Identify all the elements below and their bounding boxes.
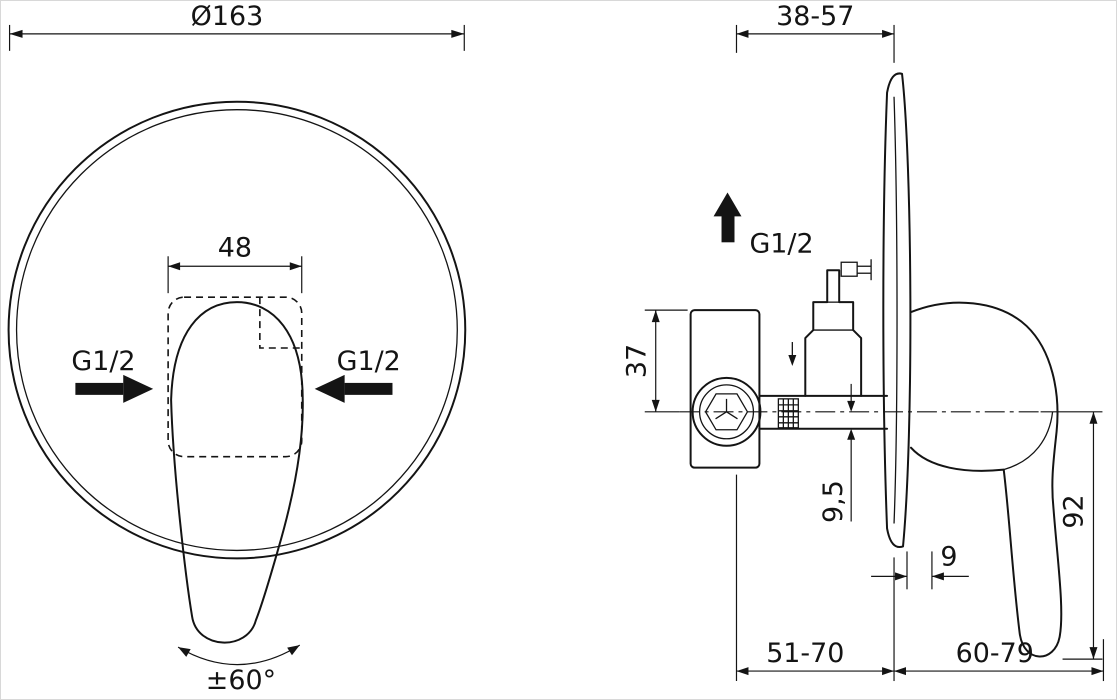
rotation-range-marker: ±60° — [177, 644, 301, 696]
handle-width-label: 48 — [218, 232, 252, 263]
outlet-arrow-shaft — [721, 214, 735, 243]
hex-socket — [704, 393, 749, 431]
handle-height-label: 92 — [1058, 494, 1089, 528]
flow-arrow-icon — [788, 342, 797, 366]
right-inlet-arrow-icon — [314, 374, 345, 403]
dim-plate-thickness: 9 — [871, 541, 969, 590]
valve-body-side — [689, 259, 889, 469]
depth-min-label: 51-70 — [766, 638, 844, 669]
seal-hatch — [777, 398, 799, 429]
left-inlet-arrow-shaft — [75, 382, 124, 395]
outlet-marker: G1/2 — [713, 192, 814, 259]
diameter-label: Ø163 — [191, 1, 264, 32]
rotation-range-label: ±60° — [206, 665, 276, 696]
plate-thickness-label: 9 — [940, 541, 957, 572]
dim-handle-height: 92 — [1040, 411, 1103, 660]
left-inlet-marker: G1/2 — [71, 346, 154, 403]
dim-depth-min: 51-70 — [735, 474, 895, 682]
right-inlet-label: G1/2 — [337, 346, 401, 377]
escutcheon-side — [882, 72, 912, 549]
outlet-offset-label: 9,5 — [818, 480, 849, 523]
dim-depth-range: 38-57 — [735, 1, 895, 63]
hidden-body-front — [167, 296, 303, 458]
front-view: Ø163 48 G1/2 G1/2 ±60° — [7, 1, 467, 696]
side-view: G1/2 38-57 37 9,5 — [622, 1, 1105, 682]
right-inlet-arrow-shaft — [344, 382, 393, 395]
clamp-screw — [840, 259, 872, 281]
left-inlet-label: G1/2 — [71, 346, 135, 377]
dim-handle-width: 48 — [167, 232, 303, 294]
handle-side — [909, 301, 1063, 658]
left-inlet-arrow-icon — [123, 374, 154, 403]
dim-body-height: 37 — [622, 309, 688, 413]
depth-max-label: 60-79 — [956, 638, 1034, 669]
body-height-label: 37 — [622, 344, 653, 378]
dim-depth-max: 60-79 — [894, 638, 1105, 682]
dim-outlet-offset: 9,5 — [818, 383, 856, 523]
dim-diameter: Ø163 — [8, 1, 465, 51]
handle-front — [170, 301, 304, 644]
outlet-label: G1/2 — [749, 228, 813, 259]
escutcheon-front — [7, 100, 467, 560]
depth-range-label: 38-57 — [776, 1, 854, 32]
right-inlet-marker: G1/2 — [314, 346, 401, 403]
outlet-arrow-icon — [713, 192, 742, 217]
